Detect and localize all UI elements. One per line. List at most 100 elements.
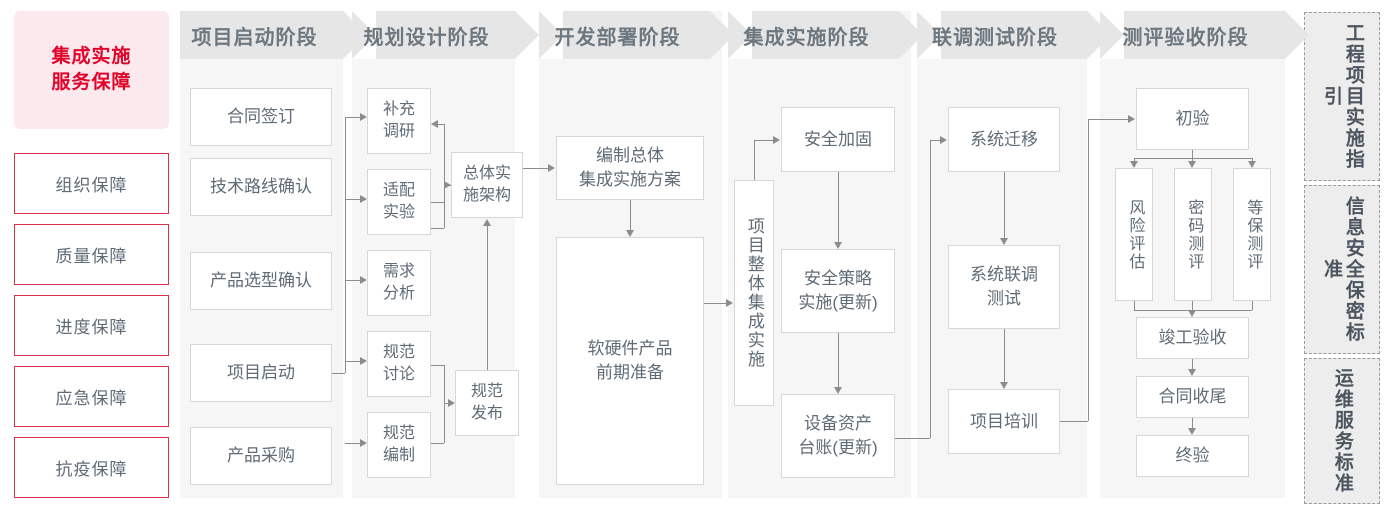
standard-box-1[interactable]: 信息安全保密标准 <box>1304 185 1380 354</box>
connector-s4-3-out <box>895 438 930 439</box>
node-s2-2-label: 需求 分析 <box>382 263 415 302</box>
node-s3-0-label: 编制总体 集成实施方案 <box>579 146 681 189</box>
left-item-3[interactable]: 应急保障 <box>14 366 169 427</box>
node-s2-1[interactable]: 适配 实验 <box>367 169 431 235</box>
node-s6-6[interactable]: 终验 <box>1136 435 1249 477</box>
arrow-down-to-s6-5 <box>1188 369 1196 376</box>
node-s2-5[interactable]: 总体实 施架构 <box>451 152 523 218</box>
arrow-to-s4-1 <box>773 136 780 144</box>
stage-header-6[interactable]: 测评验收阶段 <box>1100 11 1309 59</box>
connector-s1-trunk-stub <box>332 373 345 374</box>
connector-s2-0-out <box>431 202 444 203</box>
connector-s6-4-to-s6-5 <box>1192 359 1193 369</box>
node-s6-4[interactable]: 竣工验收 <box>1136 317 1249 359</box>
connector-s5-2-out <box>1060 421 1088 422</box>
arrow-down-to-s6-2 <box>1188 161 1196 168</box>
connector-s5-1-to-s5-2 <box>1004 329 1005 382</box>
arrow-to-s2-1 <box>360 195 367 203</box>
connector-s4-0-to-s4-1 <box>754 140 773 141</box>
node-s3-1[interactable]: 软硬件产品 前期准备 <box>556 237 704 485</box>
left-item-4-label: 抗疫保障 <box>55 460 128 479</box>
node-s2-0-label: 补充 调研 <box>382 101 415 140</box>
node-s6-3[interactable]: 等保测评 <box>1233 168 1271 301</box>
arrow-to-s2-4 <box>360 439 367 447</box>
node-s2-1-label: 适配 实验 <box>382 182 415 221</box>
node-s5-1-label: 系统联调 测试 <box>970 265 1038 308</box>
connector-s2-merge-a <box>444 124 445 228</box>
left-item-2-label: 进度保障 <box>55 318 128 337</box>
stage-header-2[interactable]: 规划设计阶段 <box>352 11 539 59</box>
node-s1-0[interactable]: 合同签订 <box>190 88 332 146</box>
connector-s1-trunk <box>345 117 346 373</box>
node-s4-3-label: 设备资产 台账(更新) <box>798 414 878 457</box>
node-s6-0[interactable]: 初验 <box>1136 88 1249 150</box>
node-s1-4[interactable]: 产品采购 <box>190 427 332 485</box>
node-s5-0[interactable]: 系统迁移 <box>948 107 1060 172</box>
stage-header-5[interactable]: 联调测试阶段 <box>917 11 1111 59</box>
node-s5-2[interactable]: 项目培训 <box>948 389 1060 454</box>
node-s1-2-label: 产品选型确认 <box>210 271 312 290</box>
arrow-down-to-s6-1 <box>1130 161 1138 168</box>
node-s5-2-label: 项目培训 <box>970 411 1038 431</box>
stage-header-3-label: 开发部署阶段 <box>554 26 681 49</box>
node-s4-1[interactable]: 安全加固 <box>781 107 895 172</box>
stage-header-4[interactable]: 集成实施阶段 <box>728 11 923 59</box>
connector-s3-1-to-s4-0 <box>704 303 726 304</box>
node-s4-2[interactable]: 安全策略 实施(更新) <box>781 249 895 333</box>
left-item-0[interactable]: 组织保障 <box>14 153 169 214</box>
arrow-to-s2-6 <box>448 399 455 407</box>
node-s2-5-label: 总体实 施架构 <box>462 165 511 204</box>
node-s4-0-label: 项目整体集成实施 <box>744 217 764 369</box>
node-s2-0[interactable]: 补充 调研 <box>367 88 431 154</box>
arrow-down-to-s6-4 <box>1188 310 1196 317</box>
node-s6-0-label: 初验 <box>1175 109 1210 128</box>
left-item-1-label: 质量保障 <box>55 247 128 266</box>
node-s1-3[interactable]: 项目启动 <box>190 344 332 402</box>
node-s2-4-label: 规范 编制 <box>382 425 415 464</box>
standard-box-0[interactable]: 工程项目实施指引 <box>1304 12 1380 181</box>
connector-to-s5-0 <box>930 140 940 141</box>
node-s1-0-label: 合同签订 <box>227 107 295 126</box>
connector-s3-0-to-s3-1 <box>630 200 631 230</box>
node-s6-2[interactable]: 密码测评 <box>1174 168 1212 301</box>
node-s5-1[interactable]: 系统联调 测试 <box>948 245 1060 329</box>
node-s1-2[interactable]: 产品选型确认 <box>190 252 332 310</box>
stage-header-1[interactable]: 项目启动阶段 <box>180 11 367 59</box>
left-item-1[interactable]: 质量保障 <box>14 224 169 285</box>
connector-s6-merge-down <box>1192 301 1193 310</box>
connector-s2-4-out <box>431 443 444 444</box>
arrow-to-s6-0 <box>1128 115 1135 123</box>
connector-s4-0-up <box>754 140 755 180</box>
node-s6-2-label: 密码测评 <box>1185 198 1203 271</box>
left-hero-card: 集成实施 服务保障 <box>14 11 169 129</box>
node-s4-0[interactable]: 项目整体集成实施 <box>734 180 774 406</box>
node-s2-2[interactable]: 需求 分析 <box>367 250 431 316</box>
arrow-down-to-s5-2 <box>1000 382 1008 389</box>
node-s2-4[interactable]: 规范 编制 <box>367 412 431 478</box>
connector-s6-split-r <box>1252 158 1253 162</box>
connector-s1-branch-0 <box>345 117 360 118</box>
stage-header-3[interactable]: 开发部署阶段 <box>539 11 734 59</box>
standard-box-2[interactable]: 运维服务标准 <box>1304 358 1380 504</box>
connector-s1-branch-3 <box>345 361 360 362</box>
connector-s2-6-to-s2-5 <box>487 226 488 370</box>
connector-s1-branch-1 <box>345 199 360 200</box>
node-s2-3[interactable]: 规范 讨论 <box>367 331 431 397</box>
node-s3-0[interactable]: 编制总体 集成实施方案 <box>556 136 704 200</box>
node-s4-3[interactable]: 设备资产 台账(更新) <box>781 394 895 478</box>
arrow-down-to-s5-1 <box>1000 238 1008 245</box>
node-s6-1[interactable]: 风险评估 <box>1115 168 1153 301</box>
connector-s5-0-to-s5-1 <box>1004 172 1005 238</box>
connector-s2-merge-b-in <box>444 403 451 404</box>
left-item-2[interactable]: 进度保障 <box>14 295 169 356</box>
left-item-4[interactable]: 抗疫保障 <box>14 437 169 498</box>
node-s2-6[interactable]: 规范 发布 <box>455 370 519 436</box>
connector-s6-split <box>1134 158 1252 159</box>
node-s1-1[interactable]: 技术路线确认 <box>190 158 332 216</box>
left-hero-line1: 集成实施 <box>51 46 132 67</box>
node-s2-3-label: 规范 讨论 <box>382 344 415 383</box>
standard-box-1-label: 信息安全保密标准 <box>1321 196 1364 343</box>
node-s6-1-label: 风险评估 <box>1126 198 1144 271</box>
node-s6-5[interactable]: 合同收尾 <box>1136 376 1249 418</box>
